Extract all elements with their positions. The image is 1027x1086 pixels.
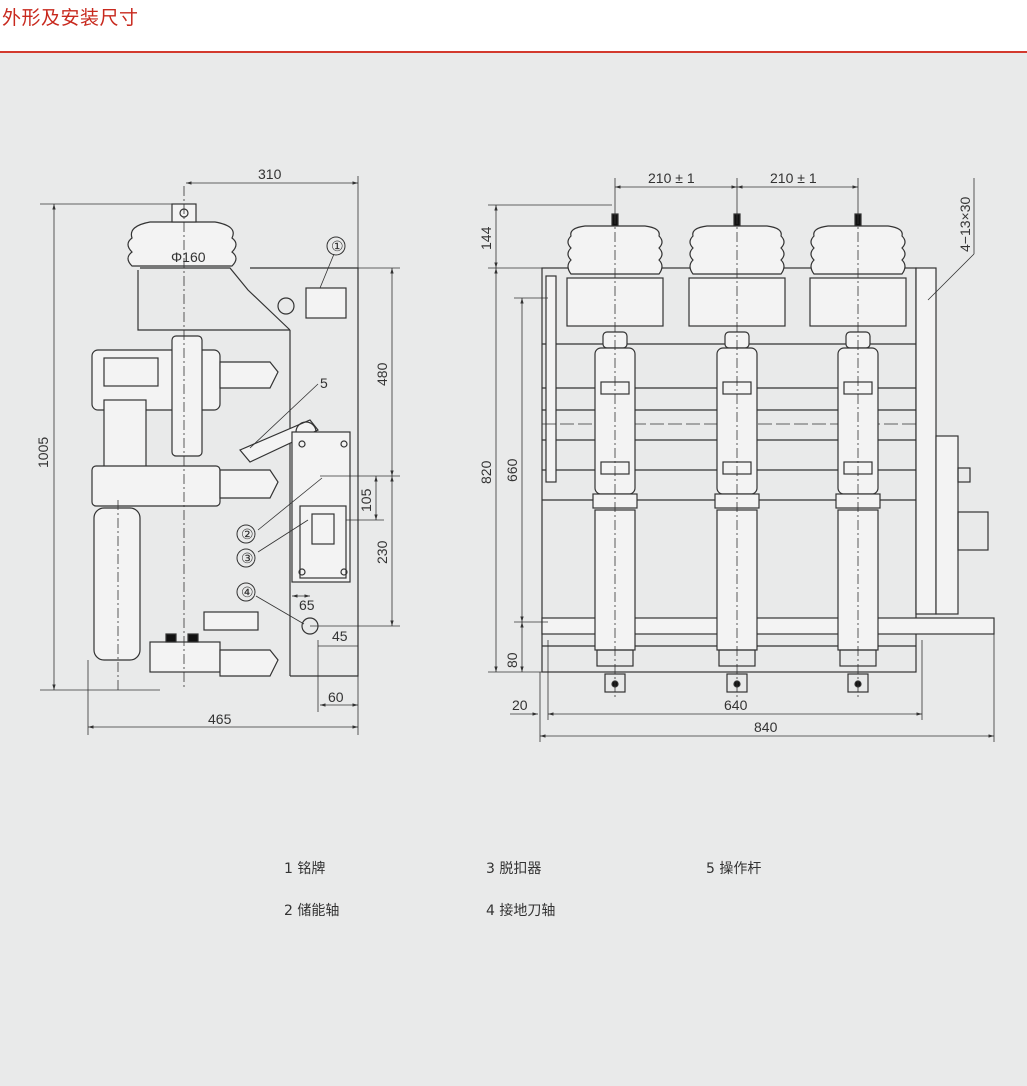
dim-210-right: 210 ± 1 [770, 170, 817, 186]
dim-80: 80 [504, 652, 520, 668]
legend-item-5: 5 操作杆 [706, 861, 762, 877]
legend-item-1: 1 铭牌 [284, 861, 326, 877]
page-header: 外形及安装尺寸 [0, 0, 1027, 52]
legend-item-2: 2 储能轴 [284, 903, 340, 919]
legend-item-4: 4 接地刀轴 [486, 903, 556, 919]
dim-105: 105 [358, 488, 374, 512]
callout-5: 5 [320, 375, 328, 391]
callout-1: ① [331, 238, 344, 254]
dim-820: 820 [478, 460, 494, 484]
dim-65: 65 [299, 597, 315, 613]
callout-3: ③ [241, 550, 254, 566]
front-view-phases [566, 213, 907, 700]
side-view-dimension-lines [40, 176, 400, 735]
dim-480: 480 [374, 362, 390, 386]
dim-465: 465 [208, 711, 232, 727]
dim-840: 840 [754, 719, 778, 735]
dim-144: 144 [478, 226, 494, 250]
header-divider [0, 51, 1027, 53]
dim-phi160: Φ160 [171, 249, 206, 265]
dim-45: 45 [332, 628, 348, 644]
dim-660: 660 [504, 458, 520, 482]
side-view [91, 186, 359, 690]
dim-310: 310 [258, 166, 282, 182]
dim-20: 20 [512, 697, 528, 713]
callout-4: ④ [241, 584, 254, 600]
dim-holes: 4−13×30 [957, 197, 973, 252]
callout-2: ② [241, 526, 254, 542]
dim-210-left: 210 ± 1 [648, 170, 695, 186]
side-view-callouts [236, 236, 346, 602]
page-title: 外形及安装尺寸 [2, 7, 139, 29]
dim-60: 60 [328, 689, 344, 705]
legend-item-3: 3 脱扣器 [486, 861, 542, 877]
dim-1005: 1005 [35, 437, 51, 468]
front-view-dimension-lines [488, 178, 995, 742]
dim-640: 640 [724, 697, 748, 713]
dim-230: 230 [374, 540, 390, 564]
